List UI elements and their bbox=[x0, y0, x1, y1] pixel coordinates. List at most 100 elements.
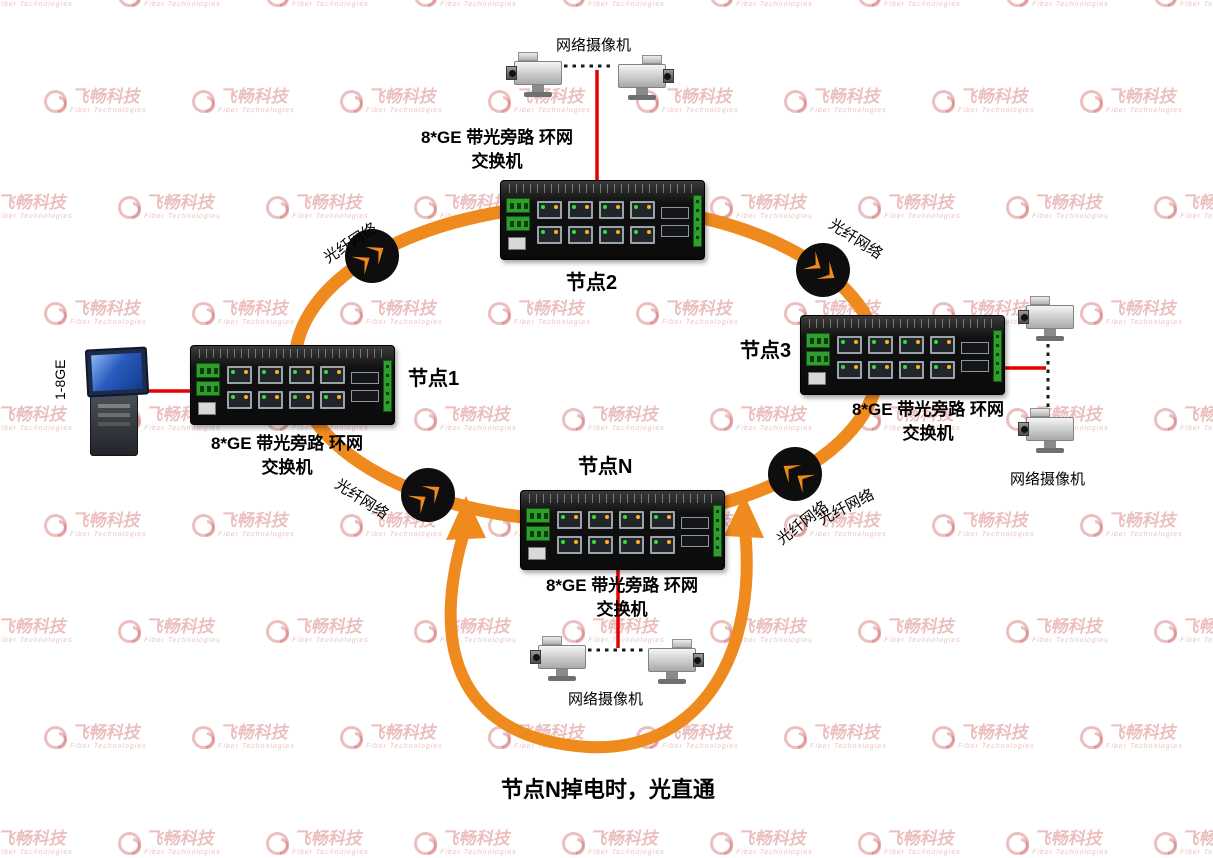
watermark-swirl-icon bbox=[414, 831, 437, 855]
sfp-slots bbox=[661, 207, 689, 243]
node2-label: 节点2 bbox=[566, 272, 618, 294]
rj45-port bbox=[227, 391, 252, 409]
watermark-brand-subtext: Fiber Technologies bbox=[143, 849, 222, 856]
sfp-port bbox=[661, 207, 689, 219]
camera-mount bbox=[1044, 329, 1056, 336]
watermark-swirl-icon bbox=[710, 831, 733, 855]
ethernet-switch bbox=[800, 315, 1005, 395]
watermark-brand-subtext: Fiber Technologies bbox=[587, 849, 666, 856]
camera-lens-icon bbox=[1018, 310, 1029, 324]
camera-lens-icon bbox=[1018, 422, 1029, 436]
power-terminal-block bbox=[196, 381, 220, 396]
ethernet-switch bbox=[520, 490, 725, 570]
switch-nodeN bbox=[520, 490, 725, 570]
camera-group-label: 网络摄像机 bbox=[1010, 471, 1086, 488]
switch-type-line1: 8*GE 带光旁路 环网 bbox=[851, 400, 1005, 419]
rj45-port bbox=[537, 226, 562, 244]
rj45-port-grid bbox=[537, 201, 655, 244]
ip-camera bbox=[1018, 296, 1076, 342]
rj45-port bbox=[557, 536, 582, 554]
watermark-brand-subtext: Fiber Technologies bbox=[735, 849, 814, 856]
rj45-port bbox=[630, 201, 655, 219]
camera-body bbox=[618, 64, 674, 88]
rj45-port bbox=[650, 511, 675, 529]
sfp-port bbox=[681, 535, 709, 547]
switch-port-markings bbox=[509, 184, 696, 193]
watermark-brand-subtext: Fiber Technologies bbox=[1031, 849, 1110, 856]
fiber-network-label: 光纤网络 bbox=[825, 215, 886, 263]
camera-body bbox=[1018, 417, 1074, 441]
ip-camera bbox=[506, 52, 564, 98]
rj45-port bbox=[568, 226, 593, 244]
rj45-port-grid bbox=[557, 511, 675, 554]
rj45-port bbox=[289, 391, 314, 409]
watermark-brand-subtext: Fiber Technologies bbox=[1179, 849, 1213, 856]
camera-foot bbox=[524, 92, 552, 97]
rj45-port bbox=[588, 536, 613, 554]
rj45-port bbox=[258, 391, 283, 409]
watermark-brand-subtext: Fiber Technologies bbox=[291, 849, 370, 856]
camera-group-label: 网络摄像机 bbox=[568, 691, 644, 708]
pc-workstation bbox=[84, 346, 156, 460]
camera-mount bbox=[1044, 441, 1056, 448]
console-port bbox=[808, 372, 826, 385]
ethernet-switch bbox=[500, 180, 705, 260]
camera-lens-icon bbox=[506, 66, 517, 80]
rj45-port bbox=[619, 536, 644, 554]
bypass-arrowhead-right-icon bbox=[724, 494, 764, 538]
relay-terminal-block bbox=[693, 195, 702, 247]
rj45-port bbox=[630, 226, 655, 244]
rj45-port bbox=[289, 366, 314, 384]
camera-foot bbox=[548, 676, 576, 681]
fiber-network-label: 光纤网络 bbox=[331, 475, 392, 523]
switch-type-line1: 8*GE 带光旁路 环网 bbox=[545, 576, 699, 595]
switch-type-line2: 交换机 bbox=[902, 424, 954, 443]
rj45-port bbox=[837, 361, 862, 379]
ip-camera bbox=[616, 55, 674, 101]
fiber-junction-icon bbox=[768, 447, 822, 501]
sfp-port bbox=[351, 390, 379, 402]
camera-foot bbox=[628, 95, 656, 100]
power-terminal-block bbox=[506, 198, 530, 213]
rj45-port bbox=[557, 511, 582, 529]
power-terminal-block bbox=[526, 526, 550, 541]
camera-foot bbox=[658, 679, 686, 684]
switch-port-markings bbox=[199, 349, 386, 358]
ip-camera bbox=[646, 639, 704, 685]
sfp-port bbox=[961, 360, 989, 372]
switch-node3 bbox=[800, 315, 1005, 395]
switch-type-label: 8*GE 带光旁路 环网 交换机 bbox=[823, 398, 1033, 446]
power-terminal-block bbox=[806, 333, 830, 348]
watermark-brand-subtext: Fiber Technologies bbox=[883, 849, 962, 856]
switch-type-line2: 交换机 bbox=[596, 600, 648, 619]
console-port bbox=[508, 237, 526, 250]
relay-terminal-block bbox=[713, 505, 722, 557]
pc-monitor bbox=[84, 346, 150, 398]
rj45-port-grid bbox=[227, 366, 345, 409]
camera-mount bbox=[666, 672, 678, 679]
fiber-network-label: 光纤网络 bbox=[815, 486, 878, 529]
switch-port-markings bbox=[529, 494, 716, 503]
camera-body bbox=[648, 648, 704, 672]
switch-type-label: 8*GE 带光旁路 环网 交换机 bbox=[182, 432, 392, 480]
camera-viewfinder bbox=[518, 52, 538, 61]
switch-type-line1: 8*GE 带光旁路 环网 bbox=[210, 434, 364, 453]
sfp-port bbox=[351, 372, 379, 384]
fiber-junction-icon bbox=[796, 243, 850, 297]
rj45-port bbox=[588, 511, 613, 529]
bypass-loop bbox=[444, 521, 753, 754]
rj45-port bbox=[650, 536, 675, 554]
sfp-port bbox=[681, 517, 709, 529]
rj45-port bbox=[619, 511, 644, 529]
rj45-port bbox=[568, 201, 593, 219]
camera-group-label: 网络摄像机 bbox=[556, 37, 632, 54]
